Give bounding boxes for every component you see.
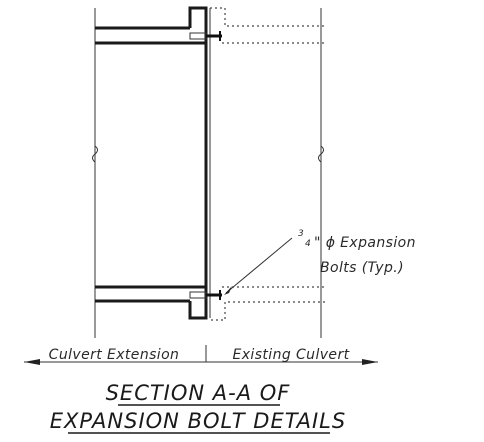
callout-text-line1: " ϕ Expansion	[314, 235, 416, 251]
extension-top-collar	[188, 6, 208, 43]
label-arrow-left	[24, 359, 40, 365]
callout-fraction-numerator: 3	[298, 229, 304, 239]
existing-top-edge	[210, 7, 325, 27]
callout-leader-line	[225, 237, 293, 294]
label-culvert-extension: Culvert Extension	[49, 347, 180, 363]
culvert-extension-structure	[92, 6, 211, 338]
expansion-bolt-top	[189, 31, 222, 41]
section-title: SECTION A-A OF EXPANSION BOLT DETAILS	[50, 381, 346, 434]
existing-culvert-structure	[210, 7, 325, 338]
bolt-top-sleeve	[189, 32, 207, 40]
bolt-callout: 3 4 " ϕ Expansion Bolts (Typ.)	[224, 229, 416, 295]
existing-bottom-edge	[210, 301, 325, 321]
break-mark-right	[318, 145, 324, 163]
bolt-bottom-sleeve	[189, 291, 207, 299]
callout-arrowhead	[224, 286, 232, 295]
title-line-2: EXPANSION BOLT DETAILS	[50, 409, 346, 433]
callout-text-line2: Bolts (Typ.)	[320, 260, 404, 276]
expansion-bolt-bottom	[189, 290, 222, 300]
break-mark-left	[92, 145, 98, 163]
label-line-group: Culvert Extension Existing Culvert	[24, 345, 378, 365]
callout-fraction-denominator: 4	[305, 239, 311, 249]
title-line-1: SECTION A-A OF	[106, 381, 291, 405]
label-arrow-right	[362, 359, 378, 365]
label-existing-culvert: Existing Culvert	[233, 347, 350, 363]
